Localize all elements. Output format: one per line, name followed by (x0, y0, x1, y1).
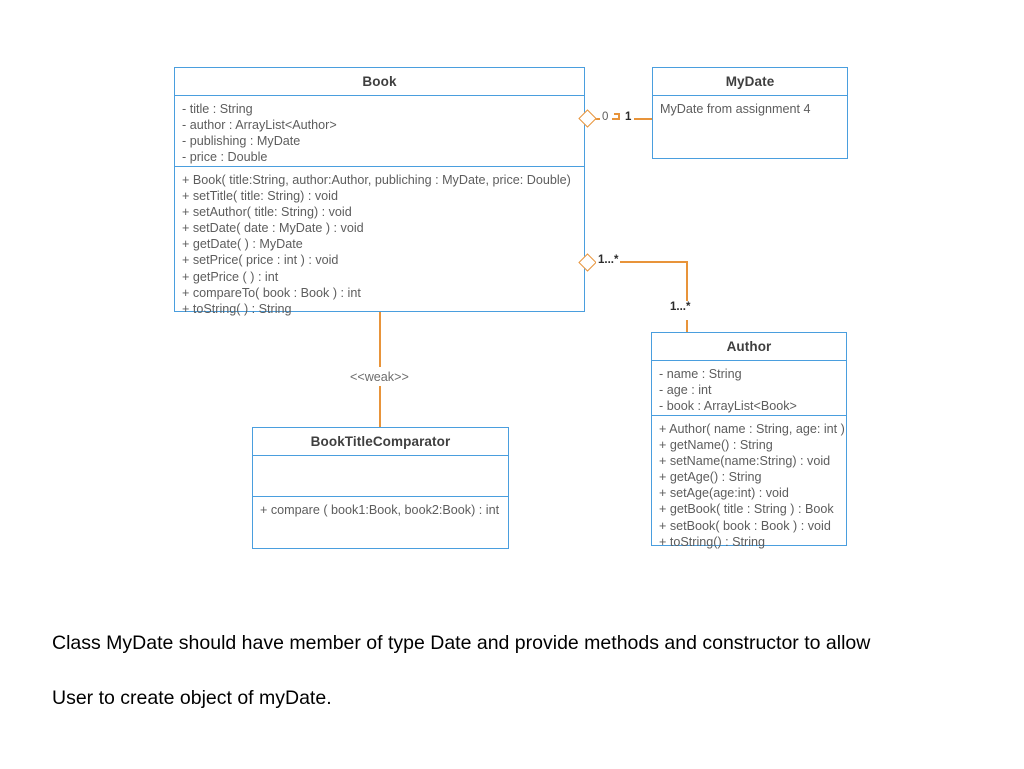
caption-line-2: User to create object of myDate. (52, 687, 332, 709)
uml-class-mydate-title: MyDate (653, 68, 847, 96)
method-row: + Book( title:String, author:Author, pub… (182, 173, 571, 187)
connector-book-comparator-lower (379, 386, 381, 427)
uml-class-booktitlecomparator-methods: + compare ( book1:Book, book2:Book) : in… (253, 497, 508, 522)
uml-class-booktitlecomparator-title: BookTitleComparator (253, 428, 508, 456)
uml-class-mydate-note: MyDate from assignment 4 (660, 102, 811, 116)
connector-book-mydate-jog-top (614, 113, 620, 115)
uml-class-mydate-body: MyDate from assignment 4 (653, 96, 847, 121)
connector-book-mydate-jog-bottom (612, 118, 620, 120)
method-row: + setTitle( title: String) : void (182, 189, 338, 204)
attribute-row: - name : String (659, 367, 742, 381)
uml-class-mydate[interactable]: MyDate MyDate from assignment 4 (652, 67, 848, 159)
stereotype-label-weak: <<weak>> (345, 368, 414, 386)
uml-class-booktitlecomparator[interactable]: BookTitleComparator + compare ( book1:Bo… (252, 427, 509, 549)
uml-class-booktitlecomparator-attributes (253, 456, 508, 497)
uml-class-author-methods: + Author( name : String, age: int ) + ge… (652, 416, 846, 554)
uml-class-book-title: Book (175, 68, 584, 96)
method-row: + setBook( book : Book ) : void (659, 518, 831, 533)
method-row: + toString( ) : String (182, 301, 292, 316)
method-row: + getDate( ) : MyDate (182, 237, 303, 252)
method-row: + setAge(age:int) : void (659, 486, 789, 501)
connector-book-mydate-segment-2 (634, 118, 652, 120)
connector-book-mydate-segment-1 (592, 118, 601, 120)
uml-class-author-title: Author (652, 333, 846, 361)
multiplicity-book-mydate-source: 0 (600, 111, 611, 124)
method-row: + compareTo( book : Book ) : int (182, 285, 361, 300)
attribute-row: - title : String (182, 102, 253, 116)
method-row: + setAuthor( title: String) : void (182, 205, 352, 220)
connector-book-author-vertical-lower (686, 320, 688, 333)
uml-class-book-methods: + Book( title:String, author:Author, pub… (175, 167, 584, 321)
attribute-row: - author : ArrayList<Author> (182, 118, 337, 133)
uml-class-author-attributes: - name : String - age : int - book : Arr… (652, 361, 846, 416)
multiplicity-book-mydate-target: 1 (623, 111, 634, 124)
connector-book-mydate-jog-vertical (618, 113, 620, 119)
attribute-row: - publishing : MyDate (182, 134, 301, 149)
uml-class-author[interactable]: Author - name : String - age : int - boo… (651, 332, 847, 549)
connector-book-author-horizontal (617, 261, 688, 263)
method-row: + getName() : String (659, 438, 773, 453)
caption-line-1: Class MyDate should have member of type … (52, 632, 871, 654)
attribute-row: - price : Double (182, 150, 268, 165)
method-row: + getBook( title : String ) : Book (659, 502, 834, 517)
connector-book-author-vertical-upper (686, 261, 688, 301)
method-row: + toString() : String (659, 534, 766, 549)
multiplicity-book-author-target: 1...* (668, 301, 693, 314)
uml-class-book-attributes: - title : String - author : ArrayList<Au… (175, 96, 584, 167)
method-row: + compare ( book1:Book, book2:Book) : in… (260, 503, 500, 517)
attribute-row: - book : ArrayList<Book> (659, 399, 797, 414)
method-row: + setName(name:String) : void (659, 454, 831, 469)
multiplicity-book-author-source: 1...* (596, 254, 621, 267)
method-row: + Author( name : String, age: int ) (659, 422, 845, 436)
connector-book-comparator-upper (379, 312, 381, 367)
attribute-row: - age : int (659, 383, 712, 398)
method-row: + setDate( date : MyDate ) : void (182, 221, 364, 236)
method-row: + getAge() : String (659, 470, 762, 485)
uml-class-book[interactable]: Book - title : String - author : ArrayLi… (174, 67, 585, 316)
method-row: + setPrice( price : int ) : void (182, 253, 339, 268)
method-row: + getPrice ( ) : int (182, 269, 279, 284)
